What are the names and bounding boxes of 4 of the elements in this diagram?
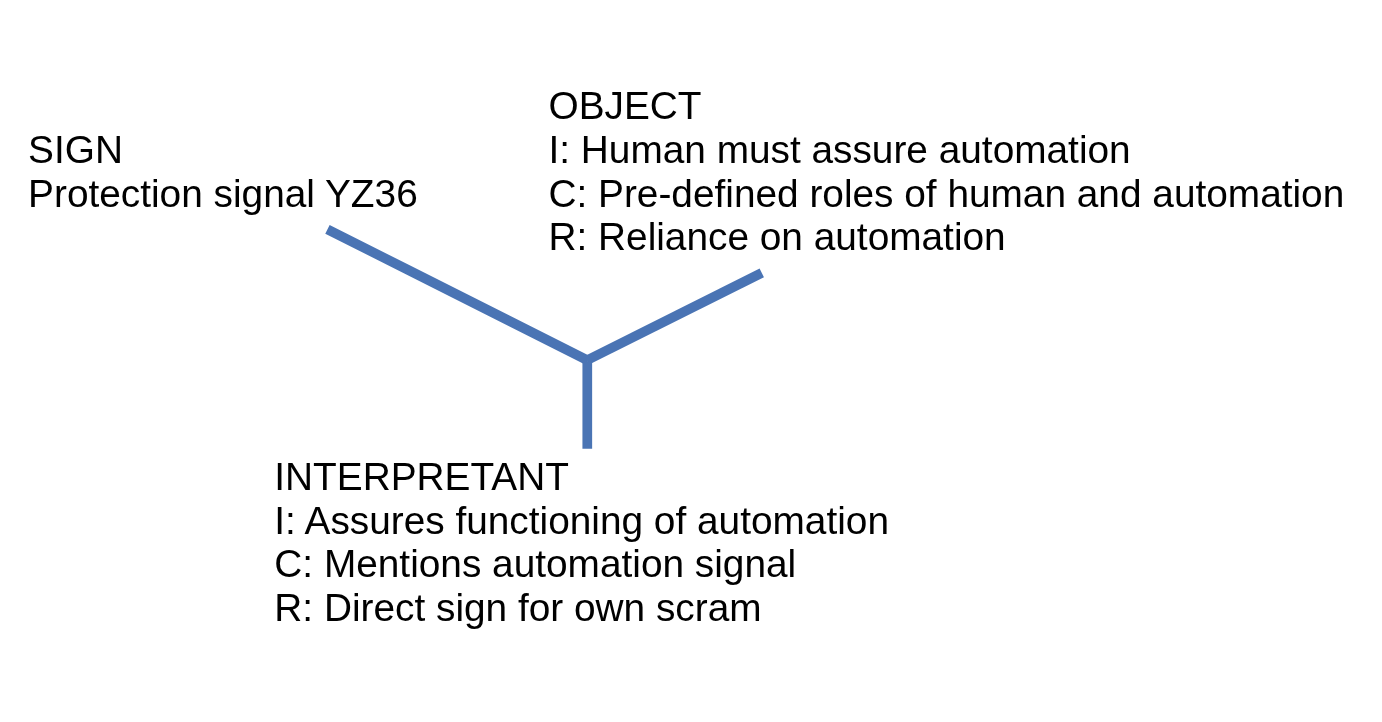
node-text: OBJECT I: Human must assure automation C: Pre-defined roles of human and automation R: Reliance on automation (548, 84, 1345, 259)
node-text: INTERPRETANT I: Assures functioning of automation C: Mentions automation signal R: Direct sign for own scram (274, 454, 889, 629)
connector (582, 362, 593, 449)
node-text: SIGN Protection signal YZ36 (28, 128, 418, 215)
